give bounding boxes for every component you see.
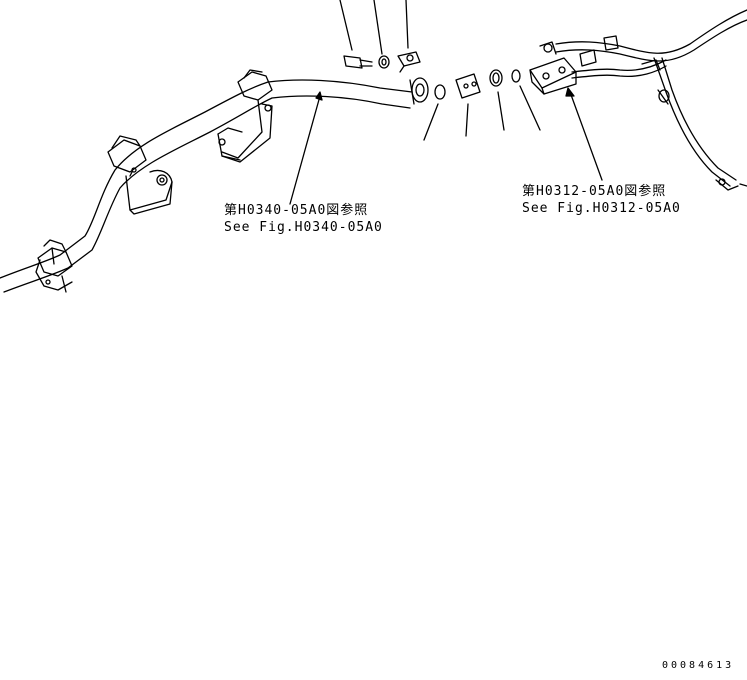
reference-label-jp-1: 第H0340-05A0図参照 <box>224 203 369 218</box>
right-hoses <box>555 9 747 191</box>
reference-label-en-1: See Fig.H0340-05A0 <box>224 220 383 235</box>
reference-leader-1 <box>289 91 323 205</box>
bolt-assembly <box>339 0 421 73</box>
main-pipe <box>0 79 413 293</box>
pipe-clamp-left <box>35 239 73 293</box>
drawing-number: 00084613 <box>662 660 735 671</box>
reference-label-en-2: See Fig.H0312-05A0 <box>522 201 681 216</box>
pipe-clamp-top <box>217 69 273 163</box>
seal-flange-row <box>423 69 541 141</box>
reference-leader-2 <box>565 87 603 181</box>
pipe-clamp-middle <box>107 135 173 215</box>
pipe-end-fitting <box>409 77 429 105</box>
reference-label-jp-2: 第H0312-05A0図参照 <box>522 184 667 199</box>
